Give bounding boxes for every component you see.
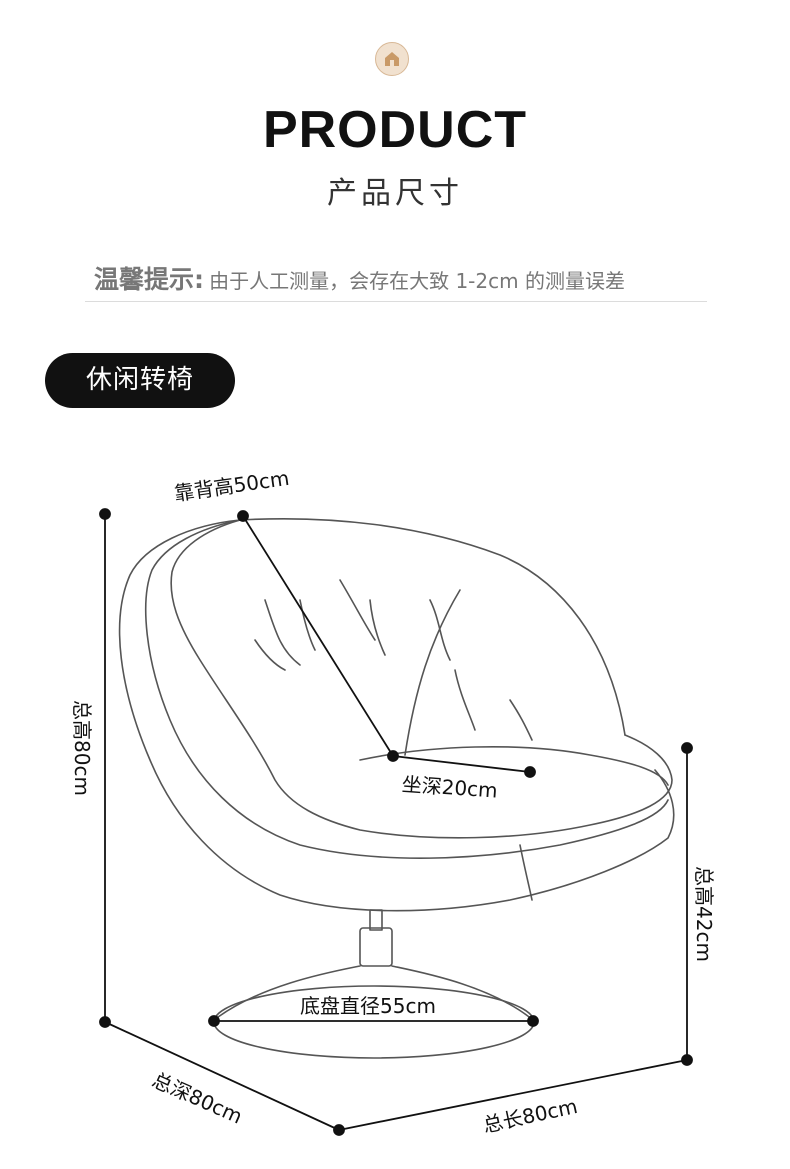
page-subtitle: 产品尺寸 [327,176,463,211]
measurement-notice: 温馨提示: 由于人工测量，会存在大致 1-2cm 的测量误差 [94,260,625,296]
bottom-corner-dot [333,1124,345,1136]
base-left-dot [208,1015,220,1027]
total-height-label: 总高80cm [70,700,94,796]
seat-depth-dot [524,766,536,778]
seat-height-label: 总高42cm [692,866,716,962]
base-diameter-label: 底盘直径55cm [300,994,436,1018]
base-right-dot [527,1015,539,1027]
seat-height-top-dot [681,742,693,754]
house-icon [385,52,399,66]
backrest-line [242,515,394,757]
backrest-top-dot [237,510,249,522]
dimension-lines [99,508,693,1136]
divider [85,301,707,302]
notice-label: 温馨提示: [94,265,204,294]
chair-outline [118,517,675,1059]
logo-badge [375,42,409,76]
total-height-top-dot [99,508,111,520]
total-depth-line [104,1021,340,1131]
page-title: PRODUCT [262,101,528,159]
notice-text: 由于人工测量，会存在大致 1-2cm 的测量误差 [209,269,625,293]
product-name-badge: 休闲转椅 [45,353,235,408]
seat-depth-line [392,755,531,773]
total-length-line [338,1059,688,1131]
